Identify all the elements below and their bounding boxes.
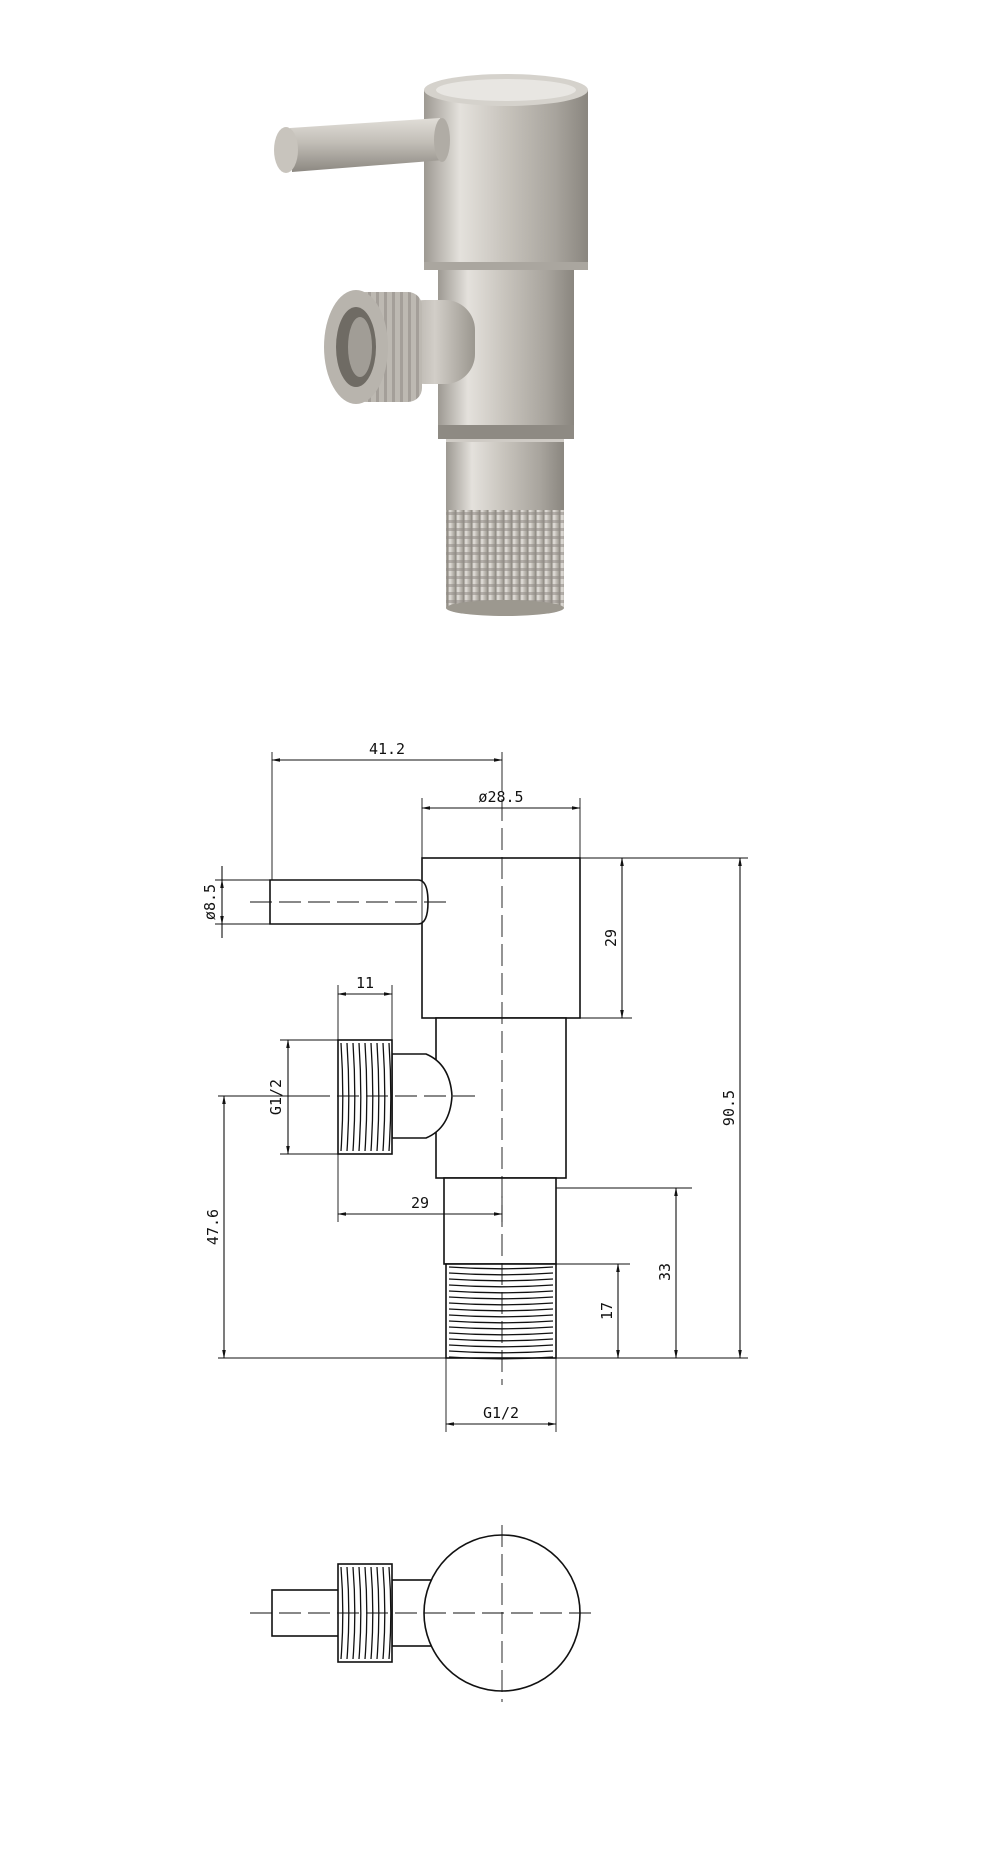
thread-line — [388, 1042, 392, 1152]
thread-line — [448, 1266, 554, 1270]
dim-inlet-height: 33 — [656, 1263, 674, 1281]
thread-line — [352, 1042, 356, 1152]
dim-cap-diameter: ø28.5 — [478, 788, 523, 806]
inlet-neck — [443, 1177, 557, 1265]
front-view-drawing: 41.2 ø28.5 ø8.5 29 11 G1/2 29 90.5 47.6 … — [201, 740, 748, 1432]
dim-outlet-height: 47.6 — [204, 1209, 222, 1245]
thread-line — [358, 1566, 362, 1660]
thread-line — [448, 1278, 554, 1282]
thread-line — [448, 1308, 554, 1312]
thread-line — [448, 1302, 554, 1306]
thread-line — [448, 1272, 554, 1276]
dim-handle-diameter: ø8.5 — [201, 884, 219, 920]
thread-line — [340, 1042, 344, 1152]
dim-handle-reach: 41.2 — [369, 740, 405, 758]
product-render — [274, 74, 588, 616]
dim-cap-height: 29 — [602, 929, 620, 947]
bottom-inlet-thread — [446, 432, 564, 616]
dim-outlet-thread-length: 11 — [356, 974, 374, 992]
lever-handle — [274, 118, 450, 173]
thread-line — [346, 1042, 350, 1152]
valve-body-cylinder — [438, 262, 574, 439]
thread-line — [388, 1566, 392, 1660]
thread-line — [364, 1042, 368, 1152]
thread-line — [370, 1042, 374, 1152]
dim-inlet-thread-length: 17 — [598, 1302, 616, 1320]
valve-cap — [424, 74, 588, 270]
thread-line — [448, 1314, 554, 1318]
thread-line — [448, 1344, 554, 1348]
thread-line — [448, 1320, 554, 1324]
thread-line — [448, 1290, 554, 1294]
dim-outlet-offset: 29 — [411, 1194, 429, 1212]
dim-outlet-thread: G1/2 — [267, 1079, 285, 1115]
thread-line — [448, 1332, 554, 1336]
thread-line — [448, 1338, 554, 1342]
dim-total-height: 90.5 — [720, 1090, 738, 1126]
outlet-thread-drawing — [337, 1039, 393, 1155]
dim-inlet-thread: G1/2 — [483, 1404, 519, 1422]
thread-line — [376, 1042, 380, 1152]
thread-line — [448, 1284, 554, 1288]
inlet-thread-drawing — [445, 1263, 557, 1360]
thread-line — [358, 1042, 362, 1152]
cap-block — [421, 857, 581, 1019]
thread-line — [448, 1350, 554, 1354]
thread-line — [382, 1042, 386, 1152]
top-view-drawing — [250, 1525, 596, 1702]
thread-line — [448, 1326, 554, 1330]
side-outlet-thread — [324, 290, 475, 404]
thread-line — [448, 1296, 554, 1300]
outlet-bulge — [391, 1053, 453, 1139]
lower-body — [435, 1017, 567, 1179]
